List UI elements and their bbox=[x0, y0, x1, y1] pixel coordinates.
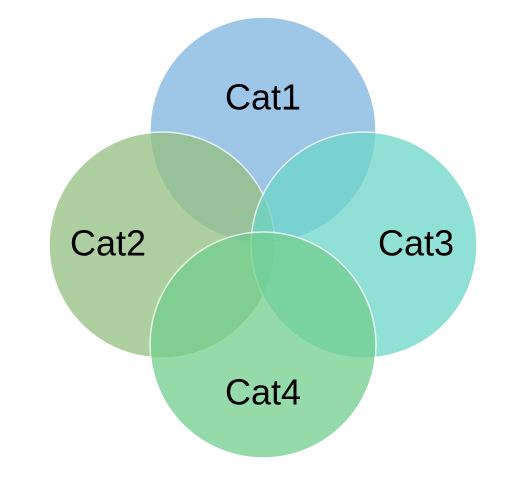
label-cat4: Cat4 bbox=[225, 372, 301, 413]
label-cat3: Cat3 bbox=[378, 223, 454, 264]
label-group: Cat1 Cat2 Cat3 Cat4 bbox=[70, 77, 454, 413]
circle-group bbox=[48, 16, 478, 459]
circle-cat4 bbox=[149, 231, 377, 459]
label-cat2: Cat2 bbox=[70, 223, 146, 264]
label-cat1: Cat1 bbox=[225, 77, 301, 118]
